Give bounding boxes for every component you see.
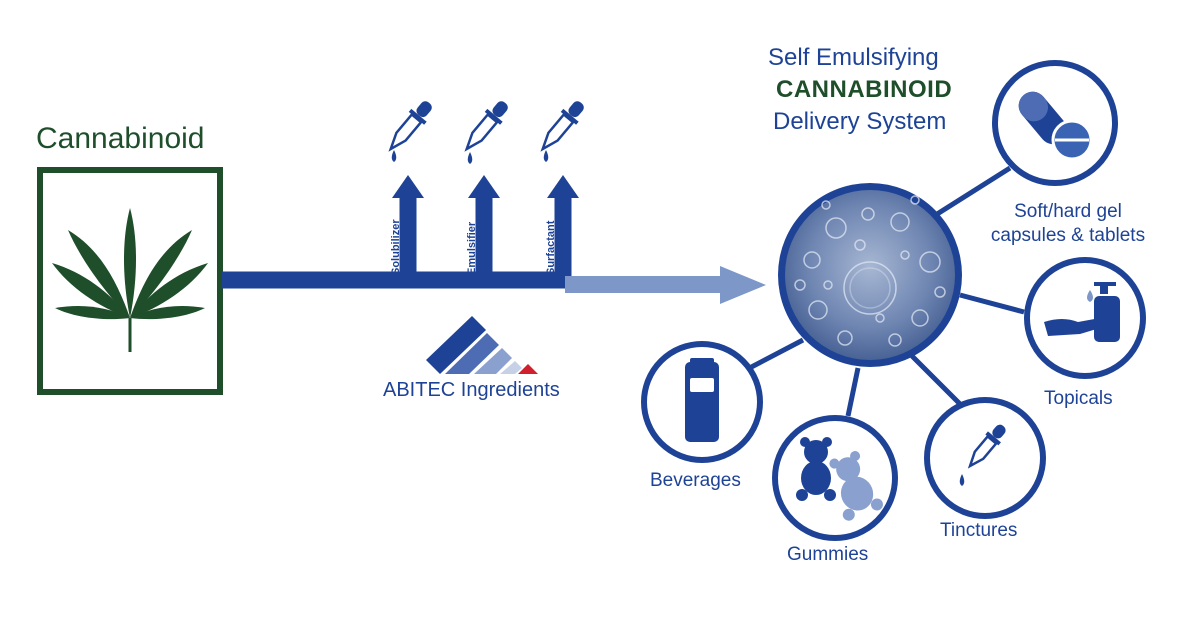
emulsifier-label: Emulsifier xyxy=(466,221,478,275)
output-arrowhead xyxy=(720,266,766,304)
gummy-bear-icon xyxy=(796,437,836,501)
capsules-label-line2: capsules & tablets xyxy=(990,225,1146,246)
cannabis-leaf-icon xyxy=(52,208,208,352)
cannabinoid-box xyxy=(37,167,223,395)
system-title-line3: Delivery System xyxy=(773,108,947,135)
surfactant-label: Surfactant xyxy=(545,220,557,275)
beverages-label: Beverages xyxy=(650,470,741,491)
emulsion-bubble-icon xyxy=(778,183,962,367)
topicals-label: Topicals xyxy=(1044,388,1113,409)
gummies-label: Gummies xyxy=(787,544,869,565)
tinctures-label: Tinctures xyxy=(940,520,1018,541)
topicals-circle xyxy=(1024,257,1146,379)
gummies-circle xyxy=(772,415,898,541)
can-icon xyxy=(685,358,719,442)
pump-bottle-icon xyxy=(1087,282,1120,342)
hand-icon xyxy=(1044,318,1105,336)
dropper-icon xyxy=(388,101,432,162)
gummy-bear-icon xyxy=(829,451,883,521)
capsules-circle xyxy=(992,60,1118,186)
dropper-icon xyxy=(540,101,584,162)
abitec-logo xyxy=(426,316,538,374)
dropper-icon xyxy=(464,101,508,164)
capsules-label: Soft/hard gel capsules & tablets xyxy=(978,200,1158,248)
beverages-circle xyxy=(641,341,763,463)
main-pipe xyxy=(222,198,572,289)
cannabinoid-title: Cannabinoid xyxy=(36,122,205,155)
solubilizer-arrowhead xyxy=(392,175,424,198)
abitec-label: ABITEC Ingredients xyxy=(383,379,560,401)
system-title-line2: CANNABINOID xyxy=(776,76,953,103)
dropper-icon xyxy=(959,424,1006,486)
solubilizer-label: Solubilizer xyxy=(390,219,402,275)
emulsifier-arrowhead xyxy=(468,175,500,198)
output-arrow-shaft xyxy=(565,276,725,293)
capsules-label-line1: Soft/hard gel xyxy=(1014,201,1122,222)
system-title-line1: Self Emulsifying xyxy=(768,44,939,71)
tablet-icon xyxy=(1051,119,1093,161)
surfactant-arrowhead xyxy=(547,175,579,198)
tinctures-circle xyxy=(924,397,1046,519)
